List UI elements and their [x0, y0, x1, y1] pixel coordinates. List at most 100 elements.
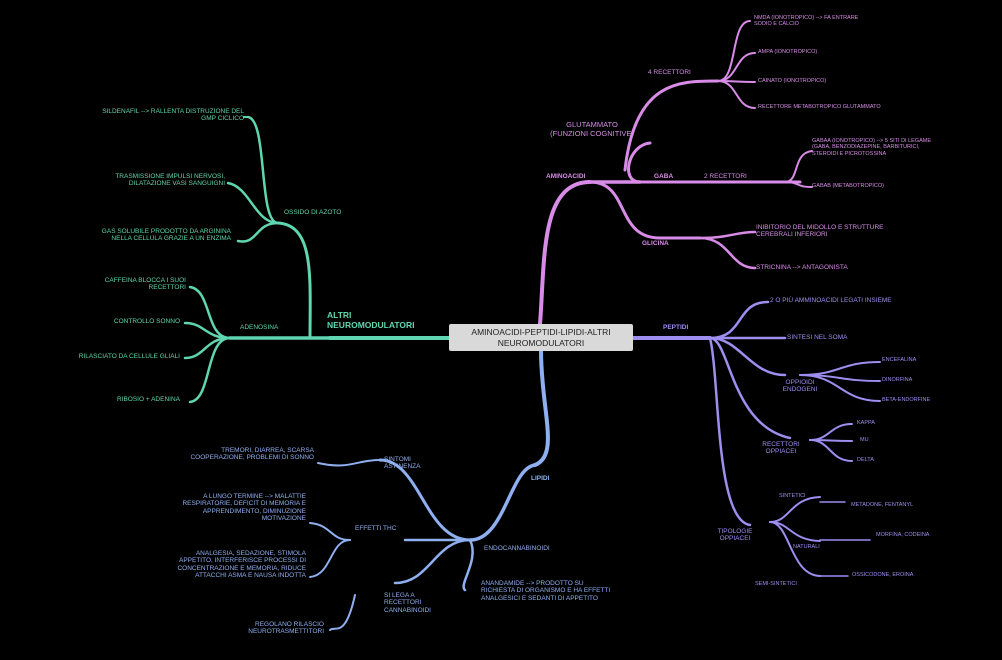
- sildenafil-node[interactable]: SILDENAFIL --> RALLENTA DISTRUZIONE DEL …: [38, 108, 244, 123]
- ossicodone-node[interactable]: OSSICODONE, EROINA: [852, 572, 914, 578]
- endocannabinoidi-node[interactable]: ENDOCANNABINOIDI: [484, 545, 550, 552]
- ossido-di-azoto[interactable]: OSSIDO DI AZOTO: [284, 209, 342, 216]
- silega-line2: RECETTORI: [384, 599, 422, 607]
- analgesia-node[interactable]: ANALGESIA, SEDAZIONE, STIMOLA APPETITO, …: [130, 550, 306, 580]
- lungo-line2: RESPIRATORIE, DEFICIT DI MEMORIA E: [182, 500, 306, 508]
- lungo-line1: A LUNGO TERMINE --> MALATTIE: [203, 493, 306, 500]
- lungo-line4: MOTIVAZIONE: [261, 515, 306, 523]
- silega-line1: SI LEGA A: [384, 592, 415, 599]
- gabaa-line2: (GABA, BENZODIAZEPINE, BARBITURICI,: [812, 144, 920, 151]
- oppioidi-endogeni-node[interactable]: OPPIOIDI ENDOGENI: [770, 379, 830, 394]
- trasmissione-node[interactable]: TRASMISSIONE IMPULSI NERVOSI, DILATAZION…: [40, 173, 225, 188]
- recettori-oppiacei-node[interactable]: RECETTORI OPPIACEI: [748, 441, 814, 456]
- regolano-line2: NEUROTRASMETTITORI: [248, 628, 324, 636]
- glutammato-node[interactable]: GLUTAMMATO (FUNZIONI COGNITIVE): [536, 120, 648, 138]
- ampa-node[interactable]: AMPA (IONOTROPICO): [758, 49, 818, 55]
- caffeina-node[interactable]: CAFFEINA BLOCCA I SUOI RECETTORI: [50, 277, 186, 292]
- inibitorio-line2: CEREBRALI INFERIORI: [756, 231, 828, 239]
- tremori-line1: TREMORI, DIARREA, SCARSA: [221, 447, 314, 454]
- gabab-node[interactable]: GABAb (METABOTROPICO): [812, 183, 885, 189]
- dinorfina-node[interactable]: DINORFINA: [882, 377, 913, 383]
- regolano-line1: REGOLANO RILASCIO: [255, 621, 324, 628]
- trasmissione-line1: TRASMISSIONE IMPULSI NERVOSI,: [115, 173, 225, 180]
- kappa-node[interactable]: KAPPA: [857, 420, 875, 426]
- nmda-node[interactable]: NMDA (IONOTROPICO) --> FA ENTRARE SODIO …: [754, 15, 858, 28]
- tipologie-line1: TIPOLOGIE: [717, 528, 753, 535]
- gabaa-line1: GABAa (IONOTROPICO) --> 5 SITI DI LEGAME: [812, 138, 932, 144]
- altri-title-line2: NEUROMODULATORI: [327, 319, 415, 330]
- delta-node[interactable]: DELTA: [857, 457, 874, 463]
- sildenafil-line1: SILDENAFIL --> RALLENTA DISTRUZIONE DEL: [102, 108, 244, 115]
- central-line-1: AMINOACIDI-PEPTIDI-LIPIDI-ALTRI: [471, 327, 611, 338]
- adenosina-node[interactable]: ADENOSINA: [240, 324, 279, 331]
- semi-sintetici-node[interactable]: SEMI-SINTETICI: [755, 581, 797, 587]
- mu-node[interactable]: MU: [860, 437, 869, 443]
- sintomi-line2: ASTINENZA: [384, 463, 421, 471]
- tremori-node[interactable]: TREMORI, DIARREA, SCARSA COOPERAZIONE, P…: [136, 447, 314, 462]
- stricnina-node[interactable]: STRICNINA --> ANTAGONISTA: [756, 264, 848, 271]
- caffeina-line2: RECETTORI: [148, 284, 186, 292]
- recettori-4-node[interactable]: 4 RECETTORI: [648, 69, 691, 76]
- ribosio-node[interactable]: RIBOSIO + ADENINA: [116, 396, 180, 403]
- metadone-node[interactable]: METADONE, FENTANYL: [851, 502, 914, 508]
- anandamide-line3: ANALGESICI E SEDANTI DI APPETITO: [481, 594, 598, 602]
- lungo-termine-node[interactable]: A LUNGO TERMINE --> MALATTIE RESPIRATORI…: [130, 493, 306, 523]
- analgesia-line4: ATTACCHI ASMA E NAUSA INDOTTA: [195, 572, 306, 580]
- sintomi-line1: SINTOMI: [384, 456, 411, 463]
- branch-peptidi-lines: [631, 300, 881, 577]
- rilasciato-node[interactable]: RILASCIATO DA CELLULE GLIALI: [78, 353, 180, 360]
- oppioidi-line1: OPPIOIDI: [785, 379, 815, 386]
- trasmissione-line2: DILATAZIONE VASI SANGUIGNI: [128, 180, 225, 188]
- analgesia-line1: ANALGESIA, SEDAZIONE, STIMOLA: [195, 550, 306, 557]
- naturali-node[interactable]: NATURALI: [793, 544, 820, 550]
- oppioidi-line2: ENDOGENI: [782, 386, 818, 394]
- peptidi-title[interactable]: PEPTIDI: [663, 324, 689, 331]
- morfina-node[interactable]: MORFINA, CODEINA: [876, 532, 930, 538]
- nmda-line2: SODIO E CALCIO: [754, 21, 799, 28]
- analgesia-line2: APPETITO, INTERFERISCE PROCESSI DI: [178, 557, 306, 565]
- lipidi-title[interactable]: LIPIDI: [531, 475, 550, 482]
- beta-endorfine-node[interactable]: BETA-ENDORFINE: [882, 397, 931, 403]
- nmda-line1: NMDA (IONOTROPICO) --> FA ENTRARE: [754, 15, 859, 21]
- effetti-thc-node[interactable]: EFFETTI THC: [355, 525, 397, 532]
- analgesia-line3: CONCENTRAZIONE E MEMORIA, RIDUCE: [177, 564, 306, 572]
- anandamide-line2: RICHIESTA DI ORGANISMO E HA EFFETTI: [481, 587, 611, 595]
- branch-lipidi-lines: [309, 349, 550, 631]
- anandamide-node[interactable]: ANANDAMIDE --> PRODOTTO SU RICHIESTA DI …: [481, 580, 610, 602]
- branch-altri-lines: [183, 115, 451, 404]
- gas-solubile-node[interactable]: GAS SOLUBILE PRODOTTO DA ARGININA NELLA …: [30, 228, 231, 243]
- gaba-node[interactable]: GABA: [654, 173, 674, 180]
- aminoacidi-title[interactable]: AMINOACIDI: [546, 173, 586, 180]
- encefalina-node[interactable]: ENCEFALINA: [882, 357, 917, 363]
- branch-aminoacidi-lines: [538, 20, 813, 326]
- glutammato-line1: GLUTAMMATO: [566, 120, 618, 129]
- silega-line3: CANNABINOIDI: [384, 606, 431, 614]
- gabaa-node[interactable]: GABAa (IONOTROPICO) --> 5 SITI DI LEGAME…: [812, 138, 931, 157]
- recettori-2-node[interactable]: 2 RECETTORI: [704, 173, 747, 180]
- regolano-node[interactable]: REGOLANO RILASCIO NEUROTRASMETTITORI: [196, 621, 324, 636]
- gas-line2: NELLA CELLULA GRAZIE A UN ENZIMA: [111, 235, 231, 243]
- controllo-sonno-node[interactable]: CONTROLLO SONNO: [113, 318, 180, 325]
- tipologie-oppiacei-node[interactable]: TIPOLOGIE OPPIACEI: [704, 528, 766, 543]
- cainato-node[interactable]: CAINATO (IONOTROPICO): [758, 78, 827, 84]
- glicina-node[interactable]: GLICINA: [642, 240, 669, 247]
- central-line-2: NEUROMODULATORI: [497, 337, 585, 348]
- sintetici-node[interactable]: SINTETICI: [779, 493, 806, 499]
- si-lega-node[interactable]: SI LEGA A RECETTORI CANNABINOIDI: [384, 592, 431, 614]
- anandamide-line1: ANANDAMIDE --> PRODOTTO SU: [481, 580, 584, 587]
- gas-line1: GAS SOLUBILE PRODOTTO DA ARGININA: [101, 228, 231, 235]
- sintomi-astinenza-node[interactable]: SINTOMI ASTINENZA: [384, 456, 420, 471]
- tipologie-line2: OPPIACEI: [719, 535, 751, 543]
- aminoacidi-legati-node[interactable]: 2 O PIÙ AMMINOACIDI LEGATI INSIEME: [770, 297, 892, 304]
- caffeina-line1: CAFFEINA BLOCCA I SUOI: [104, 277, 186, 284]
- lungo-line3: APPRENDIMENTO, DIMINUZIONE: [202, 507, 306, 515]
- sintesi-soma-node[interactable]: SINTESI NEL SOMA: [787, 334, 848, 341]
- inibitorio-line1: INIBITORIO DEL MIDOLLO E STRUTTURE: [756, 224, 884, 231]
- recettori-oppiacei-line2: OPPIACEI: [765, 448, 797, 456]
- metabotropico-glutammato-node[interactable]: RECETTORE METABOTROPICO GLUTAMMATO: [758, 104, 881, 110]
- altri-title[interactable]: ALTRI NEUROMODULATORI: [327, 310, 415, 331]
- inibitorio-node[interactable]: INIBITORIO DEL MIDOLLO E STRUTTURE CEREB…: [756, 224, 884, 239]
